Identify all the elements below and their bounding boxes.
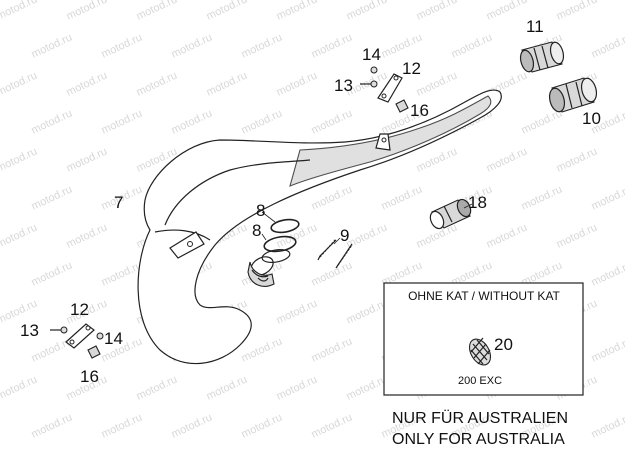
watermark-text: motod.ru	[380, 31, 424, 60]
springs	[317, 238, 353, 269]
label-part-14-bottom: 14	[104, 329, 123, 348]
watermark-text: motod.ru	[100, 259, 144, 288]
watermark-text: motod.ru	[310, 335, 354, 364]
inset-model: 200 EXC	[458, 375, 502, 387]
inset-box: OHNE KAT / WITHOUT KAT 20 200 EXC	[383, 282, 584, 396]
catalyst-mesh-part	[468, 337, 492, 366]
watermark-text: motod.ru	[590, 259, 625, 288]
label-part-10: 10	[582, 109, 601, 128]
label-part-20: 20	[494, 335, 513, 354]
label-part-18: 18	[468, 193, 487, 212]
label-part-8-upper: 8	[256, 201, 265, 220]
watermark-text: motod.ru	[485, 0, 529, 23]
label-part-8-lower: 8	[252, 221, 261, 240]
watermark-text: motod.ru	[590, 183, 625, 212]
watermark-text: motod.ru	[275, 297, 319, 326]
watermark-text: motod.ru	[100, 411, 144, 440]
watermark-text: motod.ru	[30, 107, 74, 136]
sleeve-11	[519, 41, 565, 73]
watermark-text: motod.ru	[30, 183, 74, 212]
watermark-text: motod.ru	[100, 107, 144, 136]
watermark-text: motod.ru	[555, 221, 599, 250]
watermark-text: motod.ru	[170, 31, 214, 60]
watermark-text: motod.ru	[135, 373, 179, 402]
label-part-12-bottom: 12	[70, 300, 89, 319]
watermark-text: motod.ru	[450, 31, 494, 60]
label-part-9: 9	[340, 226, 349, 245]
watermark-text: motod.ru	[310, 259, 354, 288]
watermark-text: motod.ru	[415, 145, 459, 174]
watermark-text: motod.ru	[0, 145, 39, 174]
watermark-text: motod.ru	[240, 107, 284, 136]
label-part-7: 7	[114, 193, 123, 212]
clamp-group-bottom	[50, 323, 104, 359]
label-part-11: 11	[526, 17, 544, 36]
watermark-text: motod.ru	[170, 411, 214, 440]
watermark-text: motod.ru	[100, 31, 144, 60]
watermark-text: motod.ru	[240, 335, 284, 364]
watermark-text: motod.ru	[590, 31, 625, 60]
watermark-text: motod.ru	[205, 69, 249, 98]
watermark-text: motod.ru	[65, 145, 109, 174]
watermark-text: motod.ru	[30, 259, 74, 288]
label-part-12-top: 12	[402, 59, 421, 78]
watermark-text: motod.ru	[135, 0, 179, 23]
footer-line-2: ONLY FOR AUSTRALIA	[392, 431, 565, 448]
watermark-text: motod.ru	[310, 183, 354, 212]
watermark-text: motod.ru	[205, 0, 249, 23]
watermark-text: motod.ru	[415, 69, 459, 98]
watermark-text: motod.ru	[65, 0, 109, 23]
watermark-text: motod.ru	[30, 31, 74, 60]
watermark-text: motod.ru	[275, 373, 319, 402]
label-part-13-bottom: 13	[20, 321, 39, 340]
o-rings	[261, 218, 300, 263]
watermark-text: motod.ru	[205, 373, 249, 402]
watermark-text: motod.ru	[310, 31, 354, 60]
clamp-group-top	[360, 66, 409, 113]
watermark-text: motod.ru	[345, 297, 389, 326]
watermark-text: motod.ru	[485, 221, 529, 250]
label-part-16-bottom: 16	[80, 367, 99, 386]
label-part-16-top: 16	[410, 101, 429, 120]
watermark-text: motod.ru	[30, 411, 74, 440]
silencer-18	[429, 198, 472, 230]
watermark-text: motod.ru	[65, 69, 109, 98]
watermark-text: motod.ru	[65, 221, 109, 250]
watermark-text: motod.ru	[590, 411, 625, 440]
watermark-text: motod.ru	[555, 0, 599, 23]
watermark-text: motod.ru	[310, 411, 354, 440]
footer-line-1: NUR FÜR AUSTRALIEN	[392, 409, 568, 427]
label-part-13-top: 13	[334, 76, 353, 95]
watermark-text: motod.ru	[0, 0, 39, 23]
watermark-text: motod.ru	[170, 107, 214, 136]
watermark-text: motod.ru	[275, 0, 319, 23]
watermark-text: motod.ru	[240, 31, 284, 60]
watermark-text: motod.ru	[275, 69, 319, 98]
watermark-text: motod.ru	[590, 335, 625, 364]
watermark-text: motod.ru	[415, 0, 459, 23]
watermark-text: motod.ru	[345, 0, 389, 23]
leader-lines	[261, 203, 473, 245]
watermark-text: motod.ru	[0, 373, 39, 402]
watermark-text: motod.ru	[345, 373, 389, 402]
watermark-text: motod.ru	[380, 183, 424, 212]
inset-title: OHNE KAT / WITHOUT KAT	[408, 289, 560, 303]
watermark-text: motod.ru	[240, 411, 284, 440]
watermark-text: motod.ru	[310, 107, 354, 136]
watermark-text: motod.ru	[0, 221, 39, 250]
watermark-text: motod.ru	[555, 145, 599, 174]
watermark-text: motod.ru	[0, 69, 39, 98]
watermark-text: motod.ru	[485, 145, 529, 174]
label-part-14-top: 14	[362, 45, 381, 64]
watermark-text: motod.ru	[520, 183, 564, 212]
watermark-text: motod.ru	[135, 69, 179, 98]
sleeve-10	[548, 77, 598, 113]
